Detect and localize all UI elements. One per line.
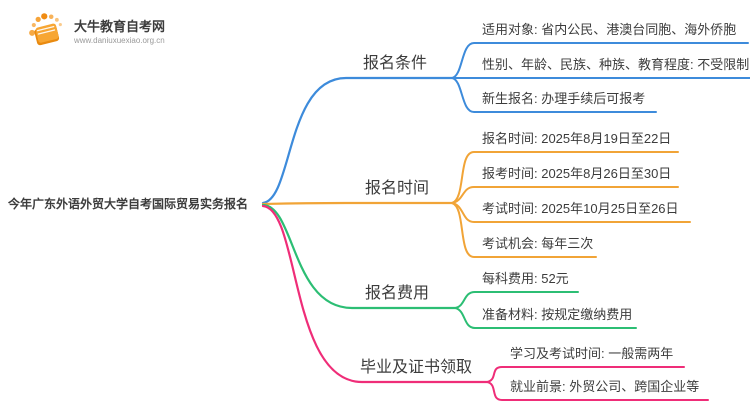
item-connector	[451, 186, 679, 204]
leaf-item: 考试时间: 2025年10月25日至26日	[482, 201, 679, 216]
item-connector	[486, 381, 709, 401]
book-icon	[29, 13, 62, 46]
leaf-item: 学习及考试时间: 一般需两年	[510, 346, 674, 361]
item-connector	[451, 77, 657, 113]
leaf-item: 新生报名: 办理手续后可报考	[482, 91, 646, 106]
root-node: 今年广东外语外贸大学自考国际贸易实务报名	[8, 197, 249, 211]
leaf-item: 适用对象: 省内公民、港澳台同胞、海外侨胞	[482, 22, 737, 37]
site-logo: 大牛教育自考网 www.daniuxuexiao.org.cn	[26, 12, 165, 52]
item-connector	[451, 151, 679, 204]
leaf-item: 考试机会: 每年三次	[482, 236, 594, 251]
branch-label-fees: 报名费用	[365, 285, 430, 302]
leaf-item: 就业前景: 外贸公司、跨国企业等	[510, 379, 700, 394]
site-logo-text: 大牛教育自考网 www.daniuxuexiao.org.cn	[74, 19, 165, 46]
site-name: 大牛教育自考网	[74, 18, 166, 34]
branch-label-conditions: 报名条件	[363, 55, 428, 72]
leaf-item: 每科费用: 52元	[482, 271, 569, 286]
branch-line	[261, 203, 457, 310]
item-connector	[451, 202, 597, 258]
branch-line	[261, 76, 454, 205]
item-connector	[454, 291, 579, 309]
item-connector	[486, 366, 685, 383]
branch-label-graduation: 毕业及证书领取	[360, 359, 473, 376]
leaf-item: 性别、年龄、民族、种族、教育程度: 不受限制	[482, 57, 750, 72]
branch-label-schedule: 报名时间	[365, 180, 430, 197]
item-connector	[451, 42, 749, 79]
branch-line	[261, 204, 489, 384]
branch-line	[261, 201, 454, 206]
leaf-item: 报考时间: 2025年8月26日至30日	[482, 166, 672, 181]
leaf-item: 准备材料: 按规定缴纳费用	[482, 307, 633, 322]
item-connector	[454, 307, 637, 329]
leaf-item: 报名时间: 2025年8月19日至22日	[482, 131, 672, 146]
site-url: www.daniuxuexiao.org.cn	[74, 35, 165, 45]
